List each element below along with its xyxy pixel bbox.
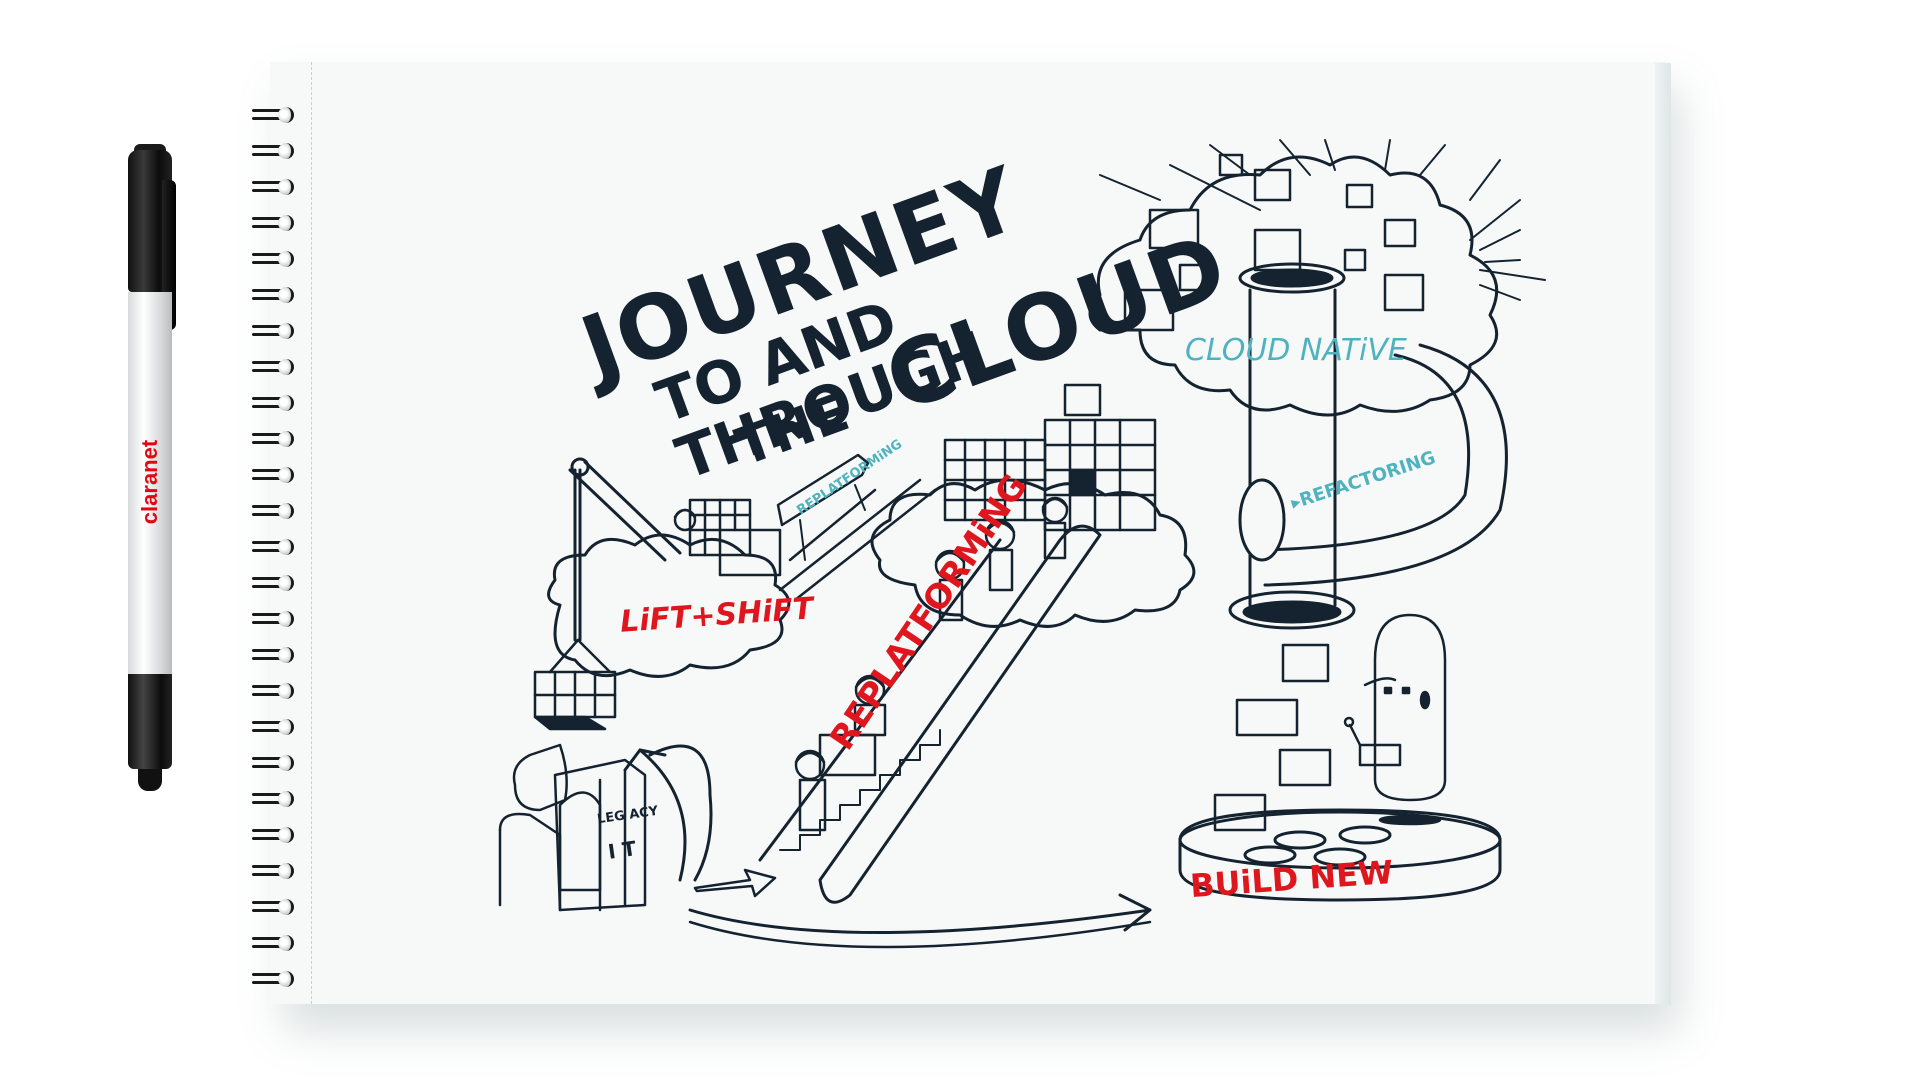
spiral-ring bbox=[252, 467, 298, 483]
falling-boxes-icon bbox=[1213, 643, 1332, 832]
label-cloud-native: CLOUD NATiVE bbox=[1185, 333, 1407, 368]
spiral-ring bbox=[252, 863, 298, 879]
spiral-ring bbox=[252, 755, 298, 771]
spiral-ring bbox=[252, 179, 298, 195]
legacy-it-person-icon bbox=[498, 743, 647, 912]
pen-nib bbox=[138, 769, 162, 791]
spiral-ring bbox=[252, 611, 298, 627]
build-new-arrow-icon bbox=[688, 893, 1152, 934]
spiral-ring bbox=[252, 539, 298, 555]
spiral-ring bbox=[252, 971, 298, 987]
spiral-ring bbox=[252, 395, 298, 411]
perforation-line bbox=[311, 62, 312, 1004]
hanging-crate-icon bbox=[533, 638, 617, 731]
block-stacks-icon bbox=[943, 383, 1157, 532]
spiral-ring bbox=[252, 791, 298, 807]
spiral-ring bbox=[252, 107, 298, 123]
spiral-ring bbox=[252, 719, 298, 735]
sketchpad-page bbox=[270, 62, 1665, 1004]
build-new-platform bbox=[1178, 808, 1502, 902]
spiral-binding bbox=[252, 107, 298, 987]
spiral-ring bbox=[252, 359, 298, 375]
spiral-ring bbox=[252, 323, 298, 339]
workers-icon bbox=[673, 496, 1069, 832]
spiral-ring bbox=[252, 431, 298, 447]
spiral-ring bbox=[252, 143, 298, 159]
spiral-ring bbox=[252, 215, 298, 231]
spiral-ring bbox=[252, 647, 298, 663]
crate-stacks-icon bbox=[688, 498, 782, 577]
cloud-boxes-icon bbox=[1123, 153, 1425, 332]
cloud-native-cloud bbox=[1088, 155, 1499, 417]
spiral-ring bbox=[252, 575, 298, 591]
label-it: I T bbox=[606, 836, 638, 864]
spiral-ring bbox=[252, 251, 298, 267]
spiral-ring bbox=[252, 899, 298, 915]
replatforming-signpost bbox=[776, 453, 870, 527]
robot-builder-icon bbox=[1343, 613, 1447, 826]
lift-shift-cloud bbox=[547, 533, 791, 678]
spiral-ring bbox=[252, 683, 298, 699]
escalator-entry-arrow-icon bbox=[693, 868, 777, 898]
spiral-ring bbox=[252, 827, 298, 843]
spiral-ring bbox=[252, 503, 298, 519]
pen-grip bbox=[128, 674, 172, 769]
pen-barrel: claranet bbox=[128, 292, 172, 674]
spiral-ring bbox=[252, 287, 298, 303]
spiral-ring bbox=[252, 935, 298, 951]
claranet-marker-pen: claranet bbox=[122, 144, 178, 795]
refactoring-pipe bbox=[1263, 353, 1471, 552]
replatform-cloud bbox=[870, 478, 1196, 628]
